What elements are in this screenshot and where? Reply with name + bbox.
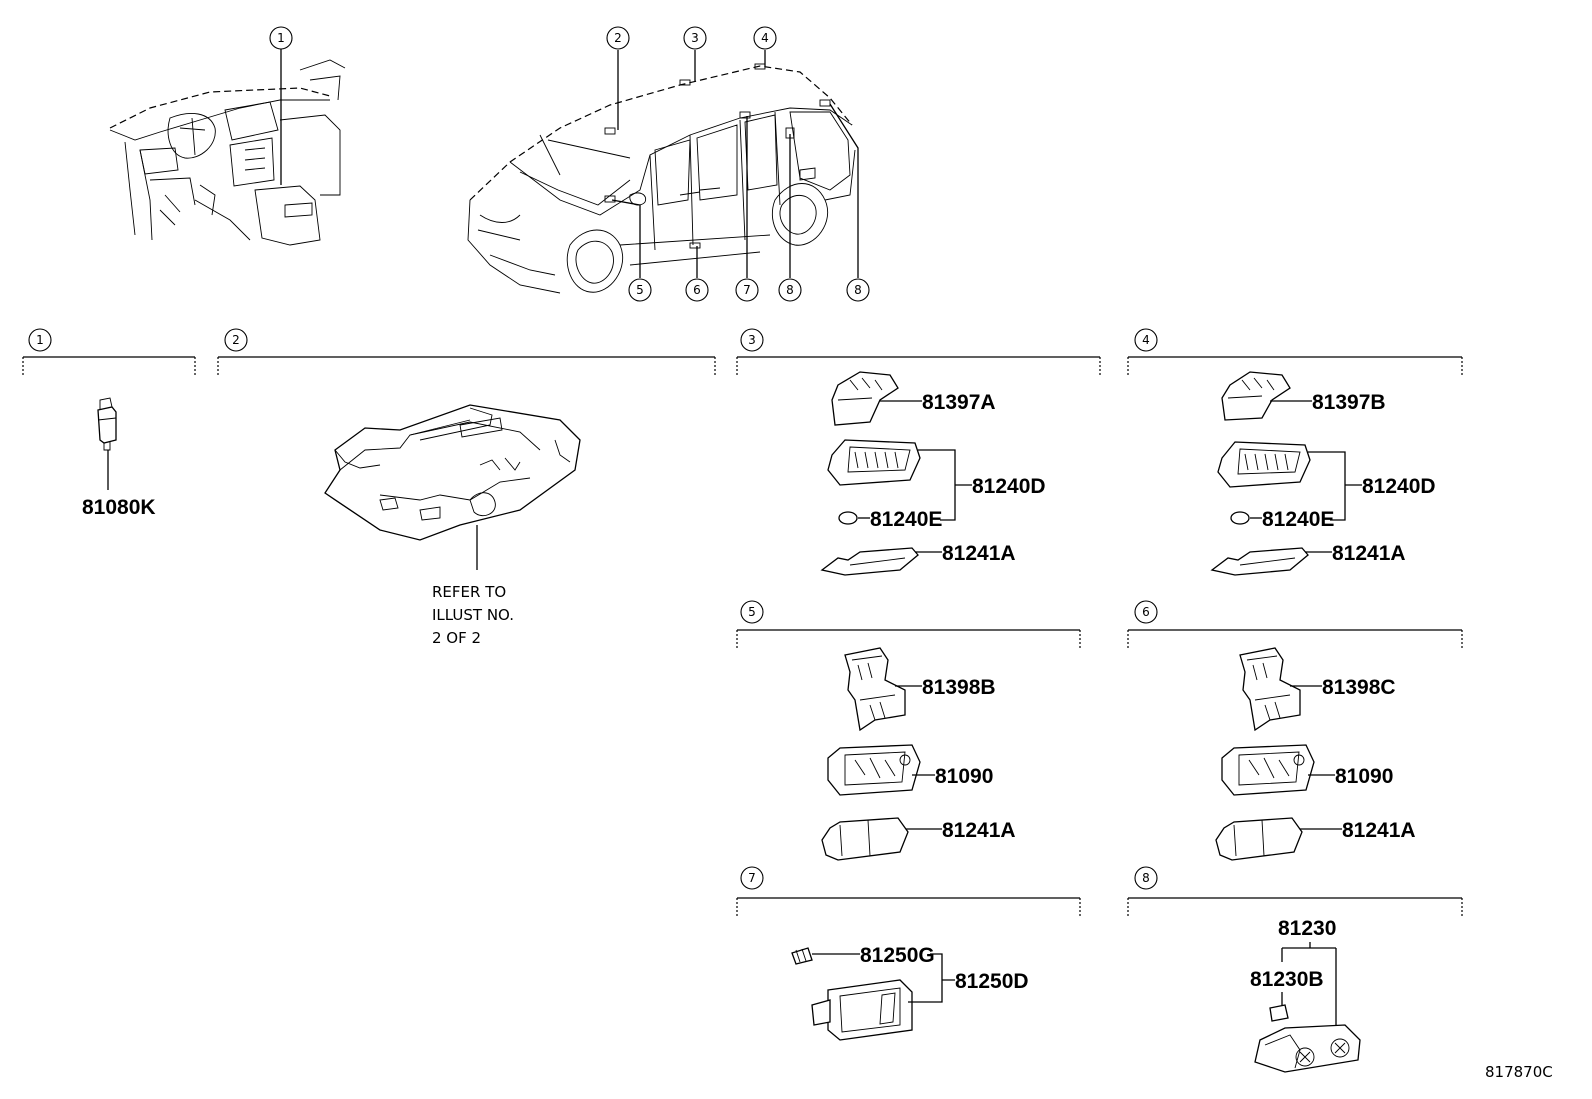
part-number-label: 81397B <box>1312 391 1386 414</box>
svg-text:8: 8 <box>786 283 794 297</box>
locator-callout: 3 <box>683 26 707 50</box>
part-number-label: 81240D <box>1362 475 1436 498</box>
lamp-housing-part <box>1221 744 1315 796</box>
part-number-label: 81080K <box>82 496 156 519</box>
section-7: 7 81250G 81250D <box>736 866 1081 1041</box>
courtesy-lamp-part <box>811 979 913 1041</box>
svg-text:8: 8 <box>1142 871 1150 885</box>
svg-text:1: 1 <box>277 31 285 45</box>
section-6: 6 81398C 81090 81241A <box>1127 600 1463 861</box>
part-number-label: 81241A <box>1342 819 1416 842</box>
part-number-label: 81250D <box>955 970 1029 993</box>
connector-part <box>97 397 117 451</box>
lamp-housing-part <box>1217 441 1311 488</box>
svg-text:2: 2 <box>614 31 622 45</box>
svg-text:7: 7 <box>748 871 756 885</box>
locator-callout: 5 <box>628 278 652 302</box>
svg-text:3: 3 <box>691 31 699 45</box>
overhead-console-part <box>324 404 581 541</box>
svg-text:3: 3 <box>748 333 756 347</box>
svg-text:6: 6 <box>693 283 701 297</box>
bracket-part <box>831 371 899 426</box>
part-number-label: 81090 <box>935 765 993 788</box>
part-number-label: 81250G <box>860 944 935 967</box>
section-5: 5 81398B 81090 81241A <box>736 600 1081 861</box>
part-number-label: 81241A <box>942 819 1016 842</box>
section-2: 2 REFER TO ILLUST NO. 2 OF 2 <box>217 328 716 647</box>
part-number-label: 81230B <box>1250 968 1324 991</box>
locator-callout: 4 <box>753 26 777 50</box>
locator-callout: 1 <box>269 26 293 50</box>
part-number-label: 81240D <box>972 475 1046 498</box>
svg-text:5: 5 <box>636 283 644 297</box>
lens-part <box>1210 547 1309 576</box>
bracket-part <box>844 647 906 732</box>
lens-part <box>821 817 909 861</box>
section-4: 4 81397B 81240D 81240E 81241A <box>1127 328 1463 576</box>
lamp-housing-part <box>827 439 921 486</box>
locator-callout: 6 <box>685 278 709 302</box>
lens-part <box>820 547 919 576</box>
locator-callout: 7 <box>735 278 759 302</box>
refer-note-line-3: 2 OF 2 <box>432 629 481 647</box>
bulb-part <box>1230 511 1250 525</box>
part-number-label: 81397A <box>922 391 996 414</box>
lens-part <box>1215 817 1303 861</box>
step-lamp-part <box>1254 1024 1361 1073</box>
lamp-housing-part <box>827 744 921 796</box>
refer-note-line-1: REFER TO <box>432 583 506 601</box>
part-number-label: 81240E <box>1262 508 1334 531</box>
section-8: 8 81230 81230B <box>1127 866 1463 1073</box>
van-illustration <box>467 50 859 294</box>
svg-text:2: 2 <box>232 333 240 347</box>
bulb-part <box>1269 1004 1289 1022</box>
locator-callout: 2 <box>606 26 630 50</box>
bracket-part <box>1221 371 1291 421</box>
part-number-label: 81240E <box>870 508 942 531</box>
bulb-part <box>791 947 813 965</box>
part-number-label: 81241A <box>1332 542 1406 565</box>
diagram-id: 817870C <box>1485 1063 1553 1081</box>
svg-text:5: 5 <box>748 605 756 619</box>
svg-text:7: 7 <box>743 283 751 297</box>
bracket-part <box>1239 647 1301 732</box>
dashboard-illustration <box>109 48 346 246</box>
svg-text:8: 8 <box>854 283 862 297</box>
part-number-label: 81241A <box>942 542 1016 565</box>
part-number-label: 81090 <box>1335 765 1393 788</box>
svg-text:1: 1 <box>36 333 44 347</box>
refer-note-line-2: ILLUST NO. <box>432 606 514 624</box>
bulb-part <box>838 511 858 525</box>
part-number-label: 81230 <box>1278 917 1336 940</box>
svg-text:4: 4 <box>1142 333 1150 347</box>
part-number-label: 81398C <box>1322 676 1396 699</box>
svg-text:6: 6 <box>1142 605 1150 619</box>
locator-callout: 8 <box>846 278 870 302</box>
locator-callout: 8 <box>778 278 802 302</box>
part-number-label: 81398B <box>922 676 996 699</box>
svg-text:4: 4 <box>761 31 769 45</box>
section-1: 1 81080K <box>22 328 196 519</box>
section-3: 3 81397A 81240D 81240E 81241A <box>736 328 1101 576</box>
